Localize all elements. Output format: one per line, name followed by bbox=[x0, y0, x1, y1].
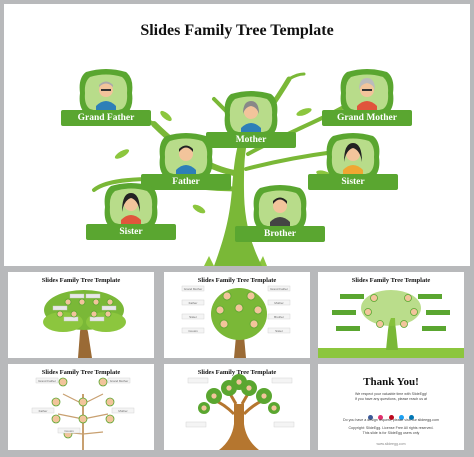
grandfather-avatar bbox=[79, 69, 133, 117]
thumbnail-5-illustration bbox=[185, 374, 295, 450]
t4-grandfather-text: Grand Father bbox=[38, 379, 56, 383]
thank-you-line-5: This slide is for SlideEgg users only bbox=[362, 431, 420, 435]
thumbnail-2[interactable]: Slides Family Tree Template Grand Mother… bbox=[164, 272, 310, 358]
t2-grandmother-text: Grand Mother bbox=[184, 287, 203, 291]
member-mother[interactable]: Mother bbox=[206, 90, 296, 170]
social-icons bbox=[318, 407, 464, 425]
grandfather-label: Grand Father bbox=[61, 110, 151, 126]
t2-father-text: Father bbox=[189, 301, 198, 305]
thumbnail-2-title: Slides Family Tree Template bbox=[197, 277, 277, 284]
thumbnail-5[interactable]: Slides Family Tree Template bbox=[164, 364, 310, 450]
thank-you-title: Thank You! bbox=[363, 376, 419, 388]
tree-trunk bbox=[214, 129, 262, 266]
instagram-icon[interactable] bbox=[378, 415, 384, 420]
brother-avatar bbox=[253, 185, 307, 233]
thank-you-line-2: If you have any questions, please reach … bbox=[354, 397, 428, 401]
thumbnail-3-illustration bbox=[318, 290, 464, 358]
thumbnail-6-thank-you[interactable]: Thank You! We respect your valuable time… bbox=[318, 364, 464, 450]
t2-sister-text: Sister bbox=[189, 315, 197, 319]
facebook-icon[interactable] bbox=[367, 415, 373, 420]
linkedin-icon[interactable] bbox=[409, 415, 415, 420]
thank-you-url[interactable]: www.slideegg.com bbox=[376, 442, 406, 446]
t2-sister2-text: Sister bbox=[275, 329, 283, 333]
t2-brother-text: Brother bbox=[274, 315, 284, 319]
sister-left-label: Sister bbox=[86, 224, 176, 240]
thank-you-line-4: Copyright: SlideEgg. License Free All ri… bbox=[348, 426, 434, 430]
thumbnail-3-title: Slides Family Tree Template bbox=[351, 277, 431, 284]
slide-title: Slides Family Tree Template bbox=[140, 22, 334, 39]
thumbnail-1-title: Slides Family Tree Template bbox=[41, 277, 121, 284]
thumbnail-5-title: Slides Family Tree Template bbox=[197, 369, 277, 376]
t4-cousin-text: Cousin bbox=[64, 429, 74, 433]
grandmother-avatar bbox=[340, 69, 394, 117]
member-grandmother[interactable]: Grand Mother bbox=[322, 68, 412, 148]
thumbnail-4-title: Slides Family Tree Template bbox=[41, 369, 121, 376]
mother-avatar bbox=[224, 91, 278, 139]
t4-father-text: Father bbox=[39, 409, 48, 413]
thank-you-line-3: Do you have a design request, please vis… bbox=[343, 418, 439, 422]
member-sister-left[interactable]: Sister bbox=[86, 182, 176, 262]
member-brother[interactable]: Brother bbox=[235, 184, 325, 264]
t2-cousin-text: Cousin bbox=[188, 329, 198, 333]
thumbnail-3[interactable]: Slides Family Tree Template bbox=[318, 272, 464, 358]
sister-right-label: Sister bbox=[308, 174, 398, 190]
thumbnail-4-illustration: Grand Father Grand Mother Father Mother … bbox=[31, 377, 135, 450]
t2-grandfather-text: Grand Father bbox=[270, 287, 288, 291]
father-label: Father bbox=[141, 174, 231, 190]
member-sister-right[interactable]: Sister bbox=[308, 132, 398, 212]
sister-left-avatar bbox=[104, 183, 158, 231]
father-avatar bbox=[159, 133, 213, 181]
thumbnail-1[interactable]: Slides Family Tree Template bbox=[8, 272, 154, 358]
member-grandfather[interactable]: Grand Father bbox=[61, 68, 151, 148]
t4-grandmother-text: Grand Mother bbox=[110, 379, 129, 383]
mother-label: Mother bbox=[206, 132, 296, 148]
brother-label: Brother bbox=[235, 226, 325, 242]
thank-you-line-1: We respect your valuable time with Slide… bbox=[354, 392, 428, 396]
pinterest-icon[interactable] bbox=[388, 415, 394, 420]
main-slide-preview[interactable]: Slides Family Tree Template bbox=[4, 4, 470, 266]
thumbnail-2-illustration: Grand Mother Grand Father Father Mother … bbox=[181, 285, 291, 358]
thumbnail-4[interactable]: Slides Family Tree Template Grand Father… bbox=[8, 364, 154, 450]
grandmother-label: Grand Mother bbox=[322, 110, 412, 126]
member-father[interactable]: Father bbox=[141, 132, 231, 212]
twitter-icon[interactable] bbox=[398, 415, 404, 420]
t2-mother-text: Mother bbox=[274, 301, 283, 305]
sister-right-avatar bbox=[326, 133, 380, 181]
t4-mother-text: Mother bbox=[118, 409, 127, 413]
thumbnail-1-illustration bbox=[43, 290, 126, 358]
